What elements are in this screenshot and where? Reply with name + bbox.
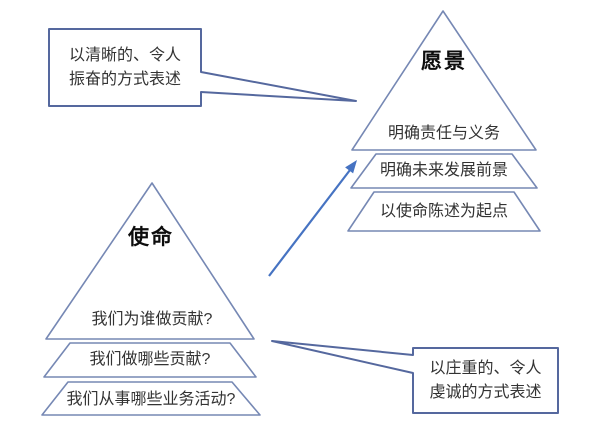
vision-callout-line-1: 以清晰的、令人 [68,46,181,64]
arrow-up-icon [345,160,357,174]
vision-pyramid-level-2 [350,153,538,189]
mission-level-3-label: 我们从事哪些业务活动? [66,391,236,408]
vision-callout-text: 以清晰的、令人 振奋的方式表述 [49,29,201,106]
vision-level-3-label: 以使命陈述为起点 [379,203,508,220]
vision-callout-bubble [48,28,357,107]
mission-pyramid-top [45,182,255,340]
mission-callout-line-2: 虔诚的方式表述 [429,383,542,401]
mission-title: 使命 [128,226,174,249]
vision-callout-line-2: 振奋的方式表述 [68,70,181,88]
mission-callout-bubble [271,340,559,414]
vision-pyramid-top [351,10,537,151]
vision-level-2-label: 明确未来发展前景 [379,162,508,179]
vision-title: 愿景 [421,50,467,73]
vision-pyramid-level-3 [347,191,541,232]
mission-to-vision-arrow [268,169,351,277]
mission-level-1-label: 我们为谁做贡献? [91,311,213,328]
mission-pyramid-level-2 [43,342,257,378]
mission-level-2-label: 我们做哪些贡献? [89,351,211,368]
mission-callout-line-1: 以庄重的、令人 [429,359,542,377]
vision-level-1-label: 明确责任与义务 [387,125,500,142]
mission-pyramid-level-3 [41,381,261,416]
mission-callout-text: 以庄重的、令人 虔诚的方式表述 [413,348,558,413]
